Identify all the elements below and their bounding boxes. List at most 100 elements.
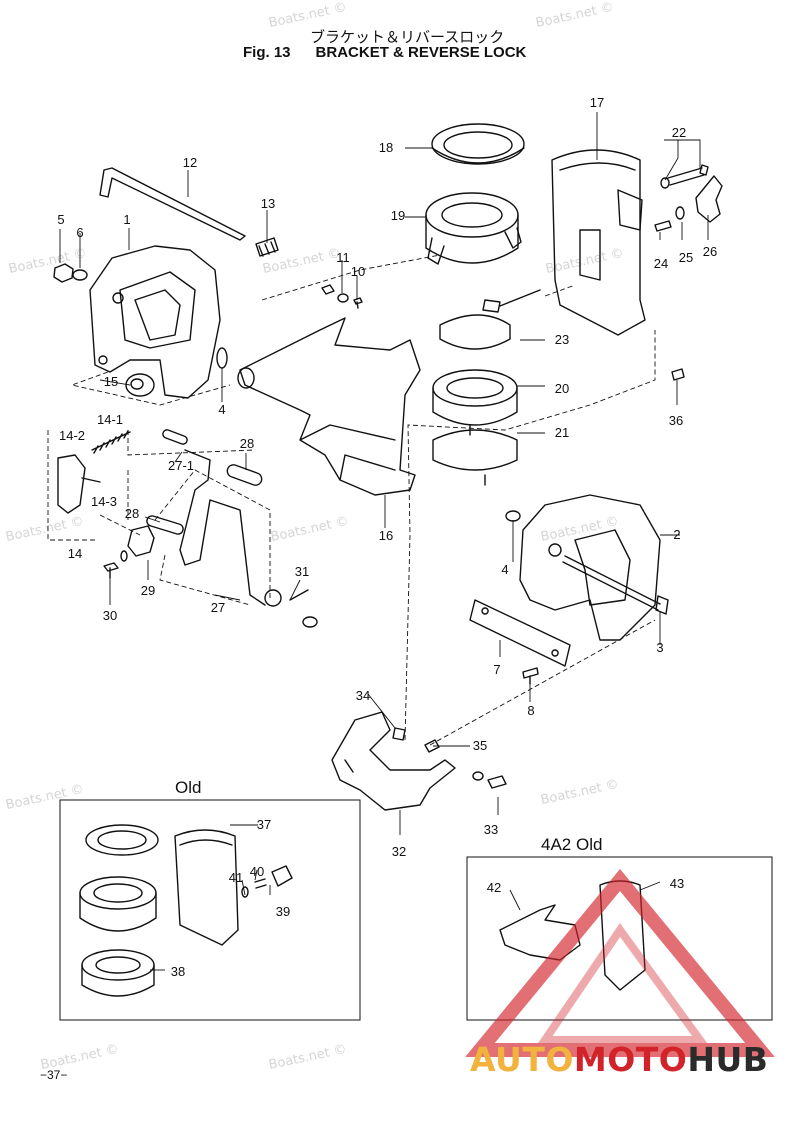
part-callout-number: 13 (261, 196, 275, 211)
part-callout-number: 40 (250, 864, 264, 879)
brand-part-auto: AUTO (470, 1040, 574, 1079)
nut-part-5 (53, 263, 74, 283)
old-knob-part-39 (271, 865, 293, 887)
part-callout-number: 22 (672, 125, 686, 140)
part-callout-number: 38 (171, 964, 185, 979)
a2-old-inset-label: 4A2 Old (541, 835, 603, 854)
rod-part-12 (99, 167, 246, 241)
pin-part-14-3 (81, 477, 101, 483)
part-callout-number: 17 (590, 95, 604, 110)
washer-part-4 (216, 347, 228, 369)
part-callout-number: 24 (654, 256, 668, 271)
swivel-bracket-part-16 (239, 317, 421, 496)
washer-part-30 (103, 562, 119, 579)
part-callout-number: 14 (68, 546, 82, 561)
part-callout-number: 41 (229, 870, 243, 885)
old-seal-ring (85, 824, 159, 856)
part-callout-number: 10 (351, 264, 365, 279)
old-bearing-part-38 (81, 949, 155, 981)
bolt-part-22 (667, 164, 709, 186)
bolt-part-33 (487, 775, 507, 789)
part-callout-number: 36 (669, 413, 683, 428)
part-callout-number: 15 (104, 374, 118, 389)
old-parts-inset-frame (59, 799, 361, 1021)
bearing-part-20 (432, 369, 518, 407)
part-callout-number: 4 (218, 402, 225, 417)
part-callout-number: 5 (57, 212, 64, 227)
spring-part-31 (264, 589, 318, 628)
part-callout-number: 6 (76, 225, 83, 240)
part-callout-number: 12 (183, 155, 197, 170)
screw-part-24 (654, 220, 672, 232)
pin-part-34 (392, 727, 406, 741)
washer-part-25 (675, 206, 685, 220)
bearing-housing-part-19 (425, 192, 519, 238)
part-callout-number: 28 (240, 436, 254, 451)
page-number: −37− (40, 1068, 68, 1082)
steering-housing-part-17 (551, 149, 646, 336)
old-screw-part-40 (254, 878, 267, 889)
through-bolt-part-3 (562, 555, 669, 615)
figure-number: Fig. 13 (243, 44, 291, 61)
part-callout-number: 16 (379, 528, 393, 543)
part-callout-number: 31 (295, 564, 309, 579)
knob-part-26 (695, 175, 723, 223)
screw-part-8 (522, 667, 539, 685)
part-callout-number: 37 (257, 817, 271, 832)
part-callout-number: 14-3 (91, 494, 117, 509)
part-callout-number: 30 (103, 608, 117, 623)
clip-part-35 (424, 739, 440, 753)
part-callout-number: 43 (670, 876, 684, 891)
part-callout-number: 14-2 (59, 428, 85, 443)
washer-part-33 (472, 771, 484, 781)
part-callout-number: 7 (493, 662, 500, 677)
washer-part-6 (72, 269, 88, 281)
part-callout-number: 23 (555, 332, 569, 347)
clamp-bracket-left-part-1 (89, 245, 221, 399)
clamp-bracket-right-part-2 (519, 494, 661, 641)
clamp-band-part-23 (439, 299, 511, 350)
part-callout-number: 34 (356, 688, 370, 703)
bolt-hole (112, 292, 124, 304)
part-callout-number: 25 (679, 250, 693, 265)
part-callout-number: 11 (336, 250, 350, 265)
part-callout-number: 32 (392, 844, 406, 859)
washer-part-11 (337, 293, 349, 303)
reverse-lock-arm-part-32 (331, 711, 456, 811)
part-callout-number: 29 (141, 583, 155, 598)
part-callout-number: 27 (211, 600, 225, 615)
part-callout-number: 27-1 (168, 458, 194, 473)
brand-part-moto: MOTO (573, 1040, 688, 1079)
part-callout-number: 1 (123, 212, 130, 227)
bolt-part-10 (353, 297, 363, 309)
part-callout-number: 33 (484, 822, 498, 837)
part-callout-number: 19 (391, 208, 405, 223)
plate-part-7 (469, 599, 571, 667)
part-callout-number: 8 (527, 703, 534, 718)
old-inset-label: Old (175, 778, 202, 797)
part-callout-number: 26 (703, 244, 717, 259)
old-washer-part-41 (241, 886, 249, 898)
washer-part-22 (660, 177, 670, 189)
brand-logo-text: AUTOMOTOHUB (470, 1040, 768, 1079)
collar-part-28 (226, 464, 263, 486)
split-ring-part-21 (432, 424, 518, 486)
part-callout-number: 28 (125, 506, 139, 521)
block-part-29 (127, 525, 155, 557)
brand-part-hub: HUB (687, 1040, 769, 1079)
diagram-title-japanese: ブラケット＆リバースロック (310, 29, 505, 46)
lock-lever-part-14-2 (57, 454, 86, 514)
part-callout-number: 42 (487, 880, 501, 895)
seal-ring-part-18 (431, 123, 525, 165)
part-callout-number: 18 (379, 140, 393, 155)
spring-part-14-1 (91, 430, 131, 454)
part-callout-number: 2 (673, 527, 680, 542)
a2-old-parts-inset-frame (466, 856, 773, 1021)
old-steering-housing-part-37 (174, 829, 239, 946)
part-callout-number: 21 (555, 425, 569, 440)
bushing-part-15 (125, 373, 155, 397)
grease-nipple-part-36 (671, 368, 685, 381)
part-callout-number: 3 (656, 640, 663, 655)
brand-logo-triangle (465, 868, 775, 1057)
